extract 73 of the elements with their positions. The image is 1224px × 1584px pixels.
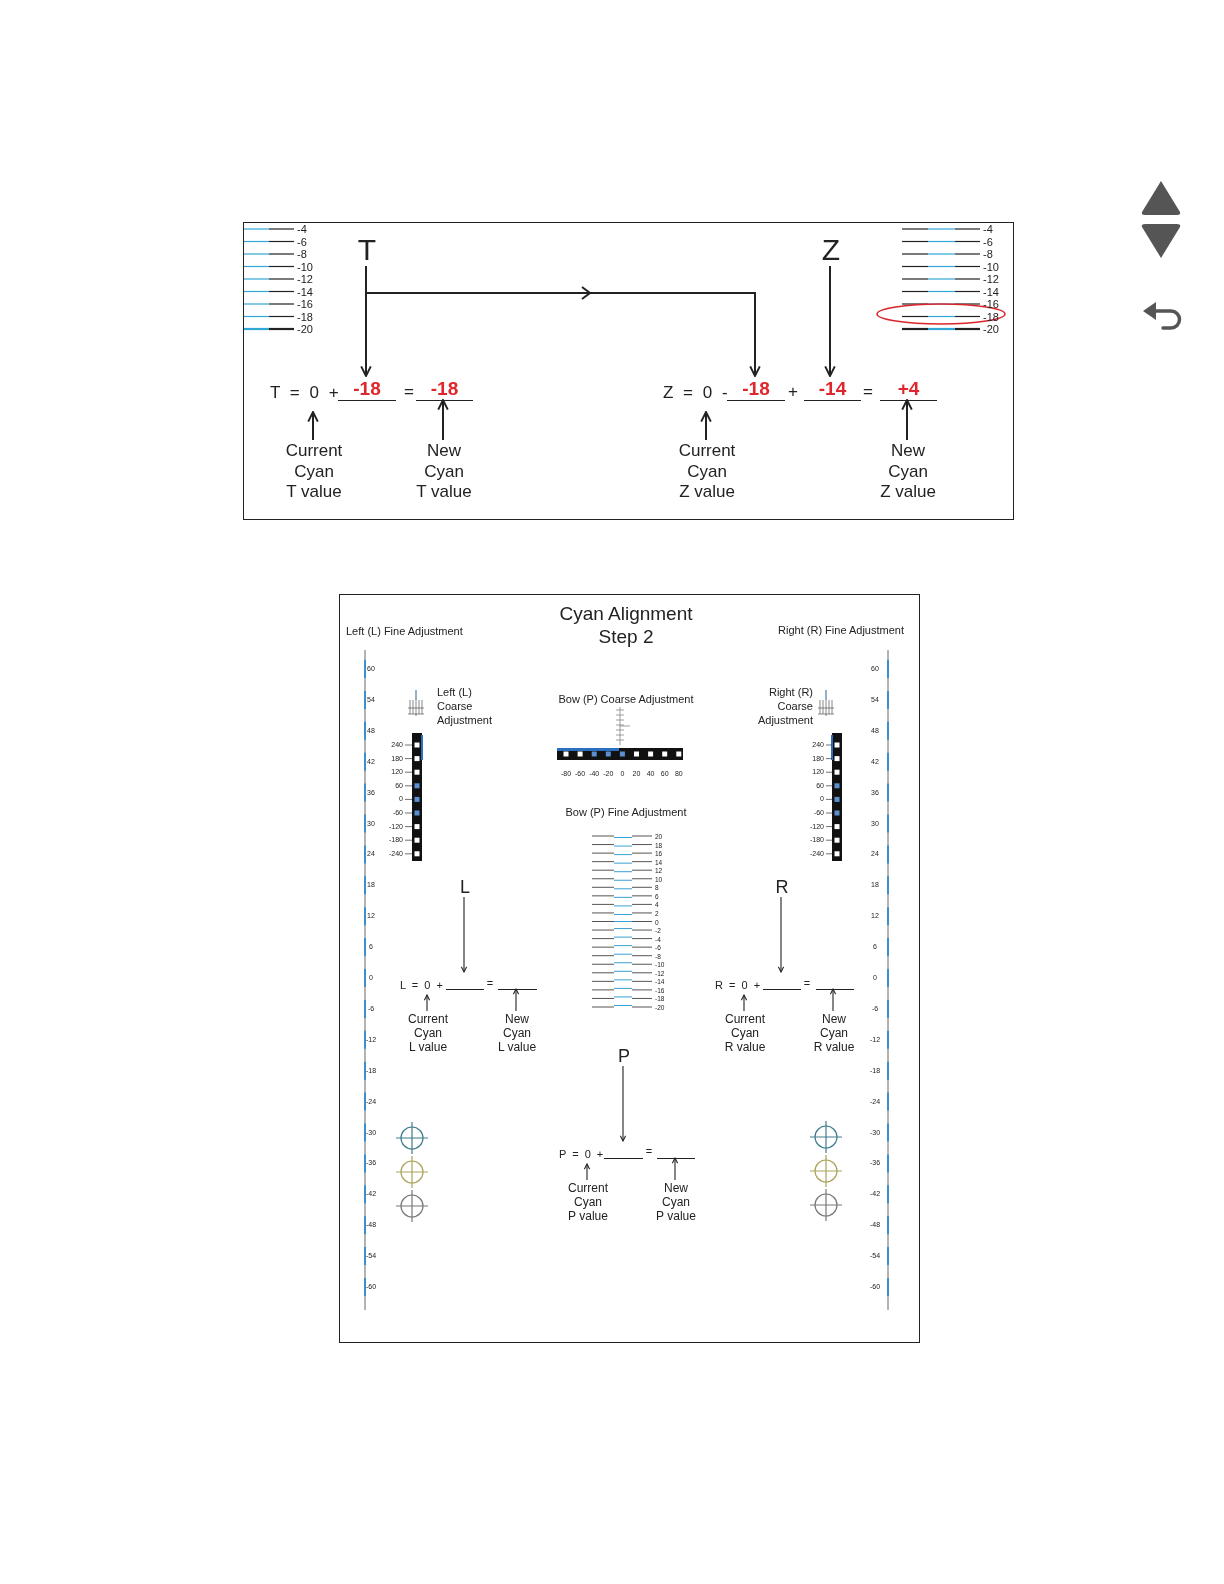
answer-blank: -18 bbox=[727, 377, 785, 401]
operator-sign: = bbox=[645, 1145, 653, 1157]
scale-number: -10 bbox=[983, 260, 999, 273]
scale-number: -8 bbox=[297, 248, 307, 260]
value-caption: Current Cyan T value bbox=[278, 441, 350, 505]
value-caption: Current Cyan Z value bbox=[671, 441, 743, 505]
scale-number: -14 bbox=[297, 285, 313, 298]
scale-number: -10 bbox=[297, 260, 313, 273]
answer-blank: +4 bbox=[880, 377, 937, 401]
adjustment-letter: T bbox=[355, 233, 379, 267]
arrow bbox=[307, 411, 319, 441]
section-heading: Right (R) Coarse Adjustment bbox=[756, 685, 813, 727]
page-title: Cyan Alignment Step 2 bbox=[558, 602, 694, 648]
equation-text: R = 0 + bbox=[715, 978, 759, 996]
adjustment-letter: R bbox=[774, 876, 790, 898]
arrow bbox=[824, 265, 836, 377]
value-caption: Current Cyan P value bbox=[562, 1181, 614, 1225]
section-heading: Left (L) Coarse Adjustment bbox=[437, 685, 494, 727]
scale-number: -6 bbox=[983, 235, 993, 248]
arrow bbox=[423, 994, 431, 1012]
scale-number: -12 bbox=[297, 273, 313, 285]
value-caption: New Cyan R value bbox=[808, 1012, 860, 1056]
operator-sign: = bbox=[486, 977, 494, 989]
equation-text: Z = 0 - bbox=[663, 383, 725, 413]
section-heading: Bow (P) Fine Adjustment bbox=[565, 806, 687, 818]
arrow bbox=[365, 265, 761, 377]
arrow bbox=[901, 399, 913, 441]
scale-number: -14 bbox=[983, 285, 999, 298]
equation-text: L = 0 + bbox=[400, 978, 444, 996]
answer-blank: -14 bbox=[804, 377, 861, 401]
figure-frame bbox=[243, 222, 1014, 520]
arrow bbox=[512, 988, 520, 1012]
value-caption: New Cyan Z value bbox=[872, 441, 944, 505]
equation-text: T = 0 + bbox=[270, 383, 338, 413]
arrow bbox=[437, 399, 449, 441]
arrow bbox=[700, 411, 712, 441]
value-caption: New Cyan L value bbox=[491, 1012, 543, 1056]
test-page-frame bbox=[339, 594, 920, 1343]
scale-number: -8 bbox=[983, 248, 993, 260]
answer-blank: -18 bbox=[338, 377, 396, 401]
scale-number: -18 bbox=[297, 310, 313, 323]
arrow bbox=[740, 994, 748, 1012]
arrow bbox=[460, 896, 468, 973]
scale-number: -4 bbox=[297, 223, 307, 235]
value-caption: New Cyan T value bbox=[408, 441, 480, 505]
adjustment-letter: Z bbox=[819, 233, 843, 267]
value-caption: Current Cyan L value bbox=[402, 1012, 454, 1056]
adjustment-letter: P bbox=[616, 1045, 632, 1067]
scale-number: -16 bbox=[297, 298, 313, 310]
arrow bbox=[583, 1163, 591, 1181]
operator-sign: = bbox=[863, 382, 873, 402]
scale-number: -16 bbox=[983, 298, 999, 310]
equation-text: P = 0 + bbox=[559, 1147, 603, 1165]
arrow bbox=[777, 896, 785, 973]
operator-sign: + bbox=[788, 382, 798, 402]
value-caption: Current Cyan R value bbox=[719, 1012, 771, 1056]
operator-sign: = bbox=[803, 977, 811, 989]
adjustment-letter: L bbox=[457, 876, 473, 898]
scale-number: -20 bbox=[297, 323, 313, 335]
operator-sign: = bbox=[404, 382, 414, 402]
arrow bbox=[671, 1157, 679, 1181]
value-caption: New Cyan P value bbox=[650, 1181, 702, 1225]
scale-number: -18 bbox=[983, 310, 999, 323]
scale-number: -6 bbox=[297, 235, 307, 248]
scale-number: -4 bbox=[983, 223, 993, 235]
arrow bbox=[829, 988, 837, 1012]
scale-number: -12 bbox=[983, 273, 999, 285]
scale-number: -20 bbox=[983, 323, 999, 335]
answer-blank: -18 bbox=[416, 377, 473, 401]
arrow bbox=[619, 1065, 627, 1142]
section-heading: Bow (P) Coarse Adjustment bbox=[558, 693, 694, 705]
section-heading: Left (L) Fine Adjustment bbox=[346, 625, 463, 637]
section-heading: Right (R) Fine Adjustment bbox=[778, 624, 904, 636]
